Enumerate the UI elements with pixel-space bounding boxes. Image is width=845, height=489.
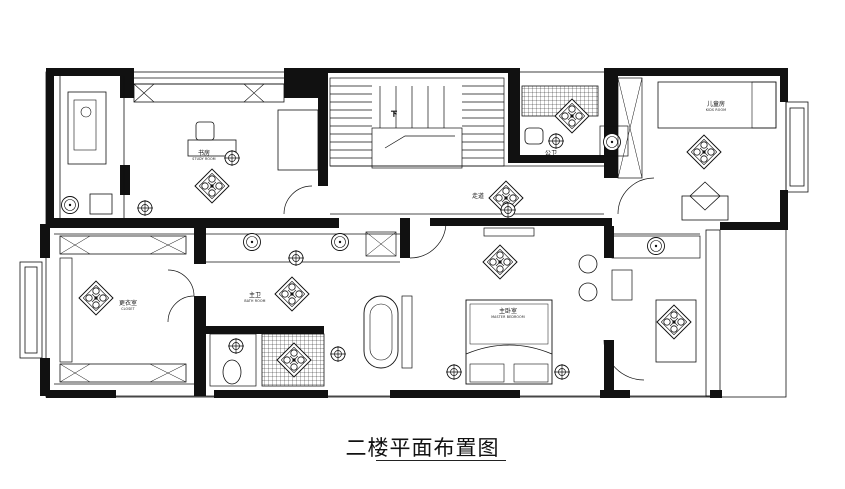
title-underline xyxy=(376,460,506,461)
master-bathroom-label: 主卫 xyxy=(249,291,261,299)
staircase: 下 xyxy=(329,77,505,169)
kids-room-label: 儿童房 xyxy=(707,100,725,108)
closet-label: 更衣室 xyxy=(119,299,137,307)
master-bathroom: 主卫 BATH ROOM xyxy=(209,231,413,387)
stair-down-label: 下 xyxy=(391,111,397,118)
master-bathroom-sublabel: BATH ROOM xyxy=(244,299,265,303)
outer-outline xyxy=(19,71,809,398)
public-bathroom-label: 公卫 xyxy=(545,150,557,157)
corridor-label: 走道 xyxy=(472,192,484,200)
study-room-sublabel: STUDY ROOM xyxy=(192,157,216,161)
walls xyxy=(40,68,788,398)
kids-room-sublabel: KIDS ROOM xyxy=(706,108,726,112)
interior-lines xyxy=(54,76,710,397)
closet-sublabel: CLOSET xyxy=(121,307,135,311)
study-room-label: 书房 xyxy=(198,149,210,157)
study-room: 书房 STUDY ROOM xyxy=(61,83,319,217)
plan-title: 二楼平面布置图 xyxy=(345,436,500,460)
master-bedroom-sublabel: MASTER BEDROOM xyxy=(491,315,525,319)
master-bedroom: 主卧室 MASTER BEDROOM xyxy=(445,227,701,385)
corridor: 走道 xyxy=(409,180,524,259)
closet: 更衣室 CLOSET xyxy=(59,235,195,383)
kids-room: 儿童房 KIDS ROOM xyxy=(617,77,777,221)
master-bedroom-label: 主卧室 xyxy=(499,307,517,315)
public-bathroom: 公卫 xyxy=(521,85,629,157)
